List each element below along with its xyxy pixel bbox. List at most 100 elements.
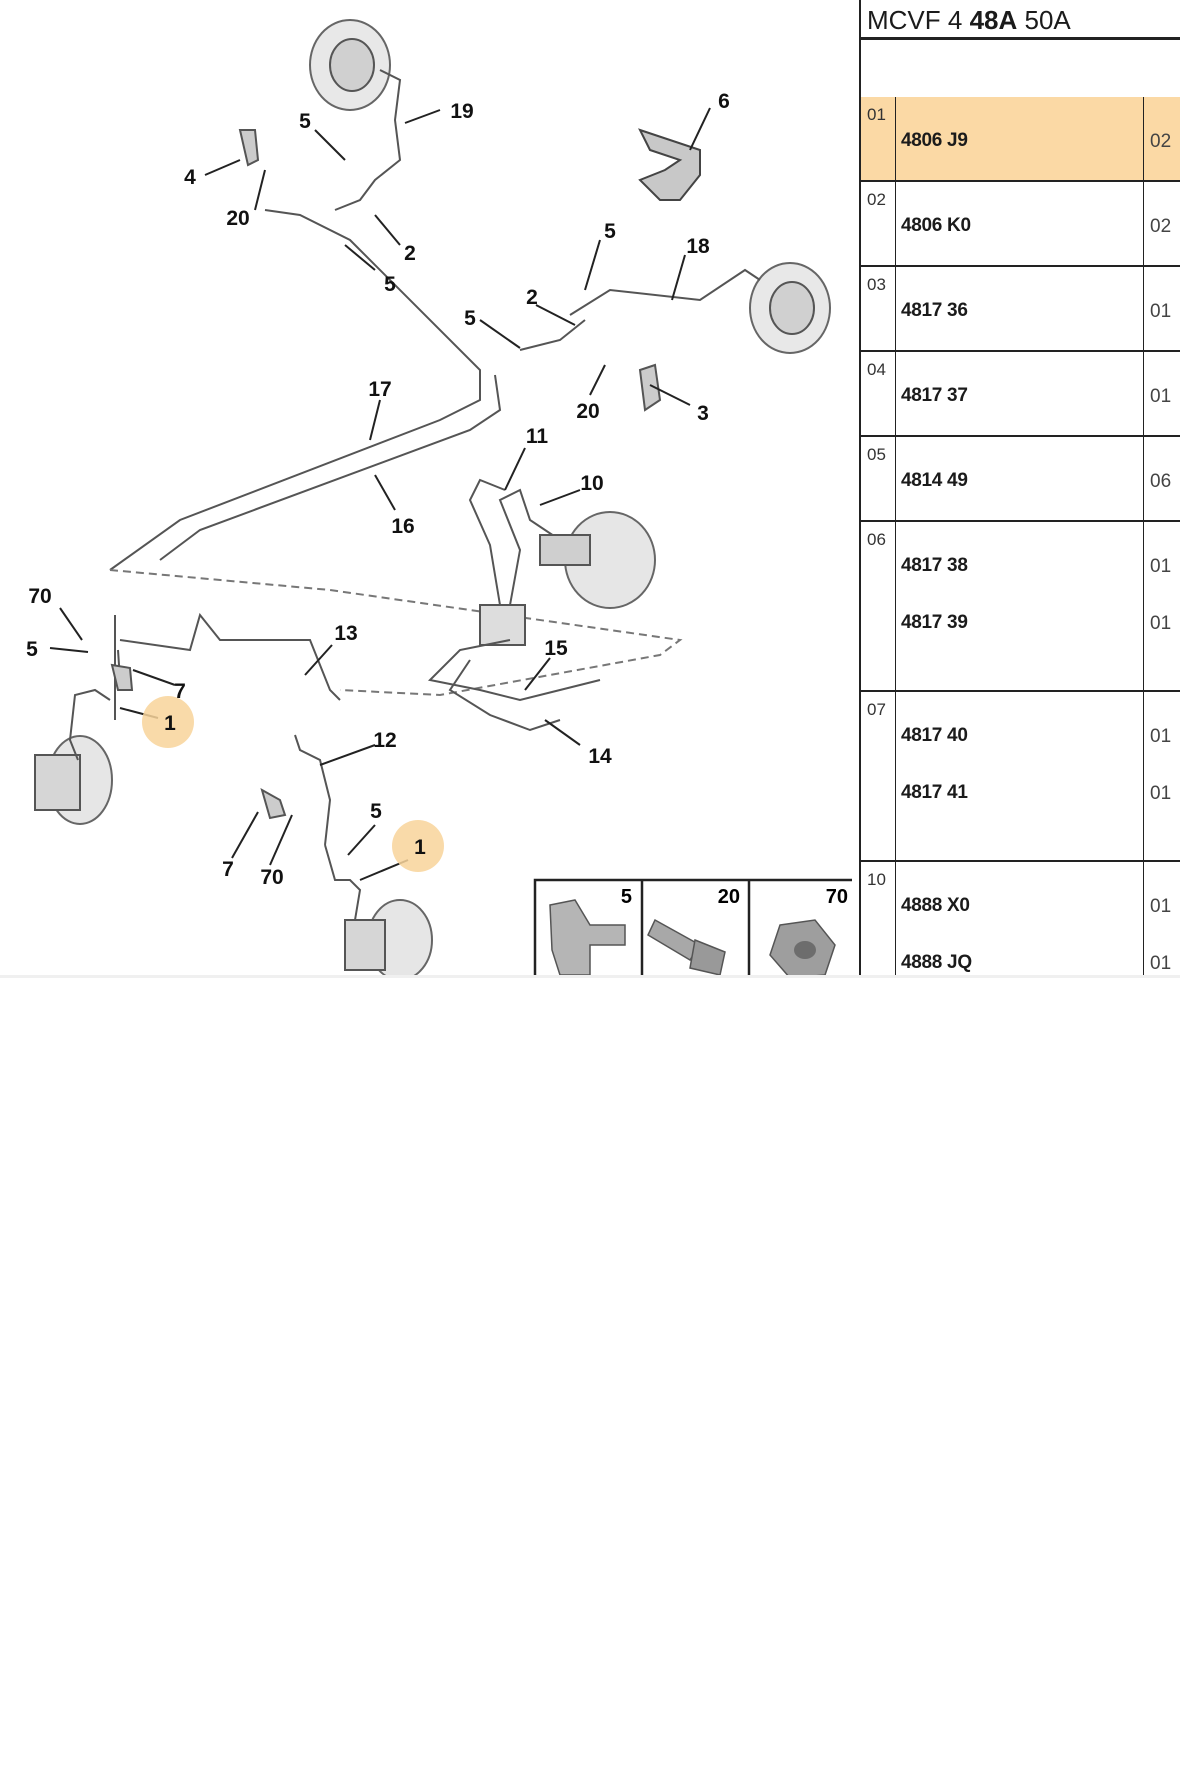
front-right-caliper (344, 919, 386, 971)
nut-icon (769, 919, 836, 978)
brake-line-diagram: 19 5 4 20 2 5 6 5 18 2 5 20 3 17 11 10 1… (26, 19, 852, 978)
callout-11: 11 (526, 425, 549, 448)
table-header: MCVF 4 48A 50A (861, 0, 1180, 40)
quantity: 01 (1150, 726, 1172, 747)
callout-1: 1 (414, 836, 426, 859)
clip-4 (238, 129, 260, 167)
callout-16: 16 (391, 515, 414, 538)
row-index: 06 (867, 530, 886, 549)
callout-5: 5 (604, 220, 616, 243)
callout-70: 70 (28, 585, 51, 608)
pipe-19 (334, 69, 402, 211)
callout-70: 70 (260, 866, 283, 889)
callout-6: 6 (718, 90, 730, 113)
callout-14: 14 (588, 745, 612, 768)
part-number: 4817 37 (901, 385, 968, 406)
legend-label-5: 5 (621, 886, 632, 908)
part-number: 4817 40 (901, 725, 968, 746)
table-row[interactable]: 02 4806 K0 02 (861, 182, 1180, 267)
pipe-17 (109, 209, 481, 571)
table-row[interactable]: 05 4814 49 06 (861, 437, 1180, 522)
part-number: 4814 49 (901, 470, 968, 491)
legend-label-20: 20 (718, 886, 740, 908)
row-index: 01 (867, 105, 886, 124)
table-row[interactable]: 01 4806 J9 02 (861, 97, 1180, 182)
row-index: 03 (867, 275, 886, 294)
callout-5: 5 (26, 638, 38, 661)
quantity: 01 (1150, 896, 1172, 917)
callout-13: 13 (334, 622, 357, 645)
part-number: 4817 38 (901, 555, 968, 576)
callout-15: 15 (544, 637, 568, 660)
code-bold: 48A (969, 5, 1018, 35)
callout-1: 1 (164, 712, 176, 735)
callout-badge-1b (392, 820, 444, 872)
parts-table: MCVF 4 48A 50A 01 4806 J9 02 02 4806 K0 … (859, 0, 1180, 978)
table-row[interactable]: 10 4888 X0 01 4888 JQ 01 (861, 862, 1180, 978)
row-index: 07 (867, 700, 886, 719)
callout-3: 3 (697, 402, 709, 425)
callout-17: 17 (368, 378, 391, 401)
callout-7: 7 (174, 680, 186, 703)
pipe-10 (498, 488, 561, 606)
quantity: 01 (1150, 613, 1172, 634)
table-row[interactable]: 03 4817 36 01 (861, 267, 1180, 352)
callout-18: 18 (686, 235, 710, 258)
crop-edge (0, 975, 1180, 978)
part-number: 4888 JQ (901, 952, 972, 973)
pipe-14 (448, 659, 561, 732)
callout-2: 2 (526, 286, 538, 309)
callout-12: 12 (373, 729, 396, 752)
pipe-13 (119, 612, 341, 701)
master-cylinder (539, 534, 591, 566)
pipe-11 (468, 478, 506, 606)
clip-icon (549, 899, 626, 976)
fastener-legend: 5 20 70 (533, 878, 852, 978)
pipe-15 (427, 639, 601, 702)
front-left-caliper (34, 754, 81, 811)
table-row[interactable]: 04 4817 37 01 (861, 352, 1180, 437)
quantity: 02 (1150, 216, 1172, 237)
callout-20: 20 (226, 207, 249, 230)
callout-5: 5 (384, 273, 396, 296)
model-label: MCVF 4 (867, 5, 963, 35)
callout-5: 5 (464, 307, 476, 330)
part-number: 4817 41 (901, 782, 968, 803)
part-number: 4888 X0 (901, 895, 970, 916)
quantity: 01 (1150, 953, 1172, 974)
quantity: 01 (1150, 301, 1172, 322)
front-right-hose (324, 844, 362, 921)
row-index: 05 (867, 445, 886, 464)
row-index: 10 (867, 870, 886, 889)
callout-2: 2 (404, 242, 416, 265)
row-index: 02 (867, 190, 886, 209)
quantity: 01 (1150, 783, 1172, 804)
bolt-icon (647, 918, 726, 976)
quantity: 02 (1150, 131, 1172, 152)
table-row[interactable]: 06 4817 38 01 4817 39 01 (861, 522, 1180, 692)
part-number: 4806 K0 (901, 215, 971, 236)
quantity: 06 (1150, 471, 1172, 492)
abs-unit (479, 604, 526, 646)
callout-4: 4 (184, 166, 196, 189)
bracket-6 (638, 128, 701, 201)
quantity: 01 (1150, 556, 1172, 577)
code-tail: 50A (1024, 5, 1071, 35)
part-number: 4817 36 (901, 300, 968, 321)
callout-19: 19 (450, 100, 473, 123)
row-index: 04 (867, 360, 886, 379)
callout-badge-1a (142, 696, 194, 748)
front-left-hose (68, 688, 111, 761)
callout-10: 10 (580, 472, 603, 495)
quantity: 01 (1150, 386, 1172, 407)
callout-5: 5 (370, 800, 382, 823)
part-number: 4806 J9 (901, 130, 968, 151)
part-number: 4817 39 (901, 612, 968, 633)
pipe-18 (569, 268, 761, 316)
callout-20: 20 (576, 400, 599, 423)
clip-3 (638, 363, 662, 412)
table-row[interactable]: 07 4817 40 01 4817 41 01 (861, 692, 1180, 862)
table-header-spacer (861, 43, 1180, 100)
legend-label-70: 70 (826, 886, 848, 908)
pipe-16 (159, 374, 502, 561)
